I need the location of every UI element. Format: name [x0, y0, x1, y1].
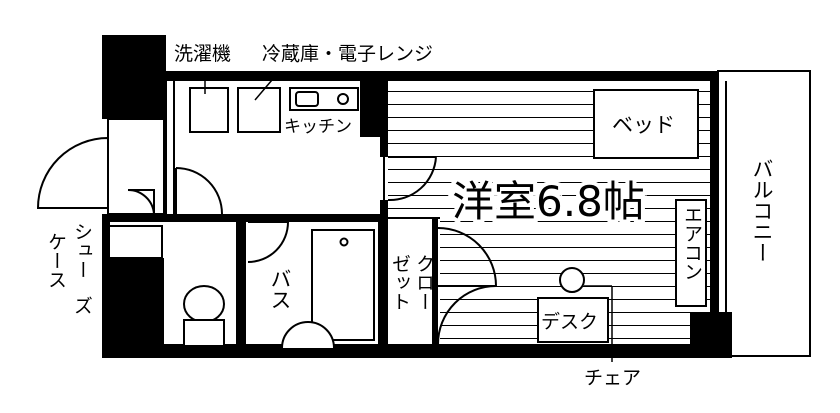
shoe-case-box — [107, 225, 163, 259]
chair-label: チェア — [584, 367, 641, 389]
shoe-case-label-col2: ズ — [71, 296, 93, 315]
aircon-box — [675, 199, 707, 307]
wall-closet-right — [432, 218, 438, 344]
entrance-door — [36, 136, 109, 209]
washer-box — [189, 87, 229, 133]
wall-corridor-bottom — [110, 214, 388, 222]
doors — [36, 136, 498, 345]
bath-drain — [339, 237, 349, 247]
entry-small-door — [127, 188, 155, 215]
wall-left-small — [102, 214, 110, 258]
sink-basin — [295, 91, 319, 107]
labels: 洗濯機 冷蔵庫・電子レンジ キッチン ベッド 洋室6.8帖 バルコニー エアコン… — [45, 43, 774, 389]
toilet-door — [247, 221, 289, 263]
closet-area — [386, 222, 438, 344]
wall-left-column-top — [102, 35, 166, 119]
closet-door-upper — [437, 227, 498, 287]
fixtures — [183, 76, 707, 362]
closet-label-col1: クロー — [413, 254, 435, 311]
bathtub — [311, 229, 375, 341]
closet-door-lower — [437, 285, 497, 345]
closet-label-col2: ゼット — [389, 254, 411, 311]
balcony-outline — [717, 70, 811, 357]
desk-label: デスク — [541, 311, 598, 333]
wall-bottom — [102, 344, 732, 358]
chair-circle — [559, 267, 585, 293]
wall-room-right — [710, 71, 718, 331]
bath-label: バス — [268, 268, 292, 310]
balcony-label: バルコニー — [750, 158, 774, 263]
shoe-case-label-col3: ケース — [45, 232, 67, 289]
desk-box — [537, 297, 609, 343]
wall-toilet-bath — [236, 214, 246, 354]
toilet-tank — [183, 319, 225, 347]
wall-kitchen-right — [360, 71, 388, 137]
washer-label: 洗濯機 — [174, 43, 231, 65]
wall-top-room — [360, 71, 718, 81]
wall-left-column-bottom — [102, 258, 164, 358]
room-label: 洋室6.8帖 — [452, 177, 645, 226]
laundry-door — [175, 167, 223, 215]
wall-room-left-upper — [380, 137, 388, 157]
aircon-label: エアコン — [681, 205, 703, 281]
fridge-label: 冷蔵庫・電子レンジ — [262, 43, 433, 65]
bed-label: ベッド — [612, 113, 675, 137]
stove-burner — [337, 93, 349, 105]
thin-lines — [107, 70, 811, 357]
wall-top-kitchen — [164, 71, 388, 81]
bed-box — [593, 89, 699, 159]
toilet-bowl — [183, 285, 225, 323]
bath-sink — [281, 321, 335, 349]
kitchen-label: キッチン — [284, 117, 352, 137]
shoe-case-label-col1: シュー — [71, 222, 93, 279]
room-door — [387, 156, 437, 202]
wall-room-mid-stub — [380, 200, 388, 222]
